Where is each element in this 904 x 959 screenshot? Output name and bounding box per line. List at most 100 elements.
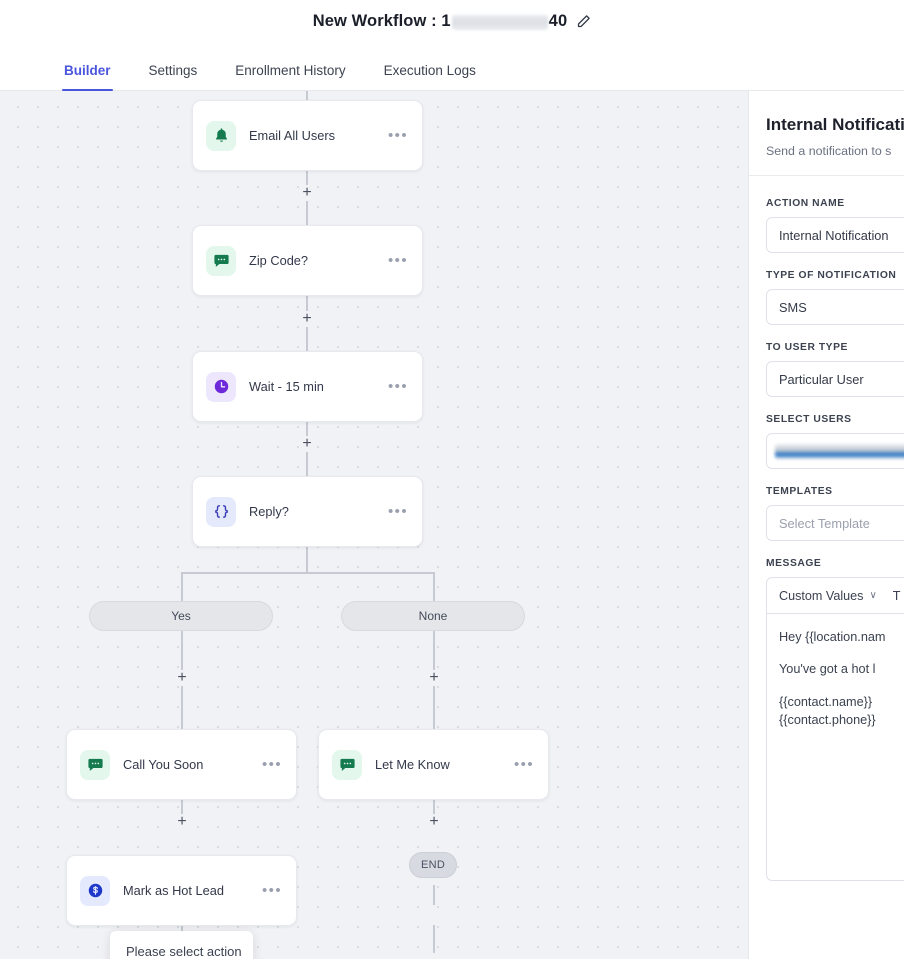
top-header: New Workflow : 1 40	[0, 0, 904, 43]
node-let-me-know[interactable]: Let Me Know •••	[318, 729, 549, 800]
clock-icon	[206, 371, 236, 402]
field-label: SELECT USERS	[766, 414, 852, 425]
add-step-button-none[interactable]	[426, 670, 442, 686]
node-menu-icon[interactable]: •••	[514, 756, 534, 773]
workflow-title-suffix: 40	[548, 12, 568, 30]
field-type-of-notification: TYPE OF NOTIFICATION SMS	[766, 270, 904, 325]
field-label: TEMPLATES	[766, 486, 833, 497]
node-menu-icon[interactable]: •••	[388, 127, 408, 144]
message-textarea[interactable]: Hey {{location.nam You've got a hot l {{…	[766, 613, 904, 881]
message-line: Hey {{location.nam	[779, 630, 886, 644]
node-label: Zip Code?	[249, 253, 309, 268]
select-action-popover[interactable]: Please select action	[110, 931, 253, 959]
branch-label: None	[418, 609, 448, 623]
node-label: Email All Users	[249, 128, 336, 143]
add-step-button-yes[interactable]	[174, 670, 190, 686]
redacted-user-chip	[775, 443, 904, 459]
to-user-type-select[interactable]: Particular User	[766, 361, 904, 397]
tab-builder[interactable]: Builder	[62, 63, 113, 91]
edge-letmeknow-to-plus	[433, 885, 435, 905]
node-label: Mark as Hot Lead	[123, 883, 225, 898]
node-menu-icon[interactable]: •••	[262, 882, 282, 899]
edge-split-left	[181, 572, 183, 605]
custom-values-dropdown[interactable]: Custom Values	[779, 588, 864, 603]
edge-plus-to-call	[181, 781, 183, 829]
edge-zip-to-wait	[306, 296, 308, 358]
node-menu-icon[interactable]: •••	[388, 378, 408, 395]
field-label: ACTION NAME	[766, 198, 845, 209]
panel-title: Internal Notification	[766, 115, 904, 134]
message-line: {{contact.phone}}	[779, 713, 876, 728]
add-step-button-after-call[interactable]	[174, 814, 190, 830]
edge-plus-to-end	[433, 925, 435, 953]
field-message: MESSAGE Custom Values ∨ T Hey {{location…	[766, 558, 904, 881]
select-users-input[interactable]	[766, 433, 904, 469]
field-select-users: SELECT USERS	[766, 414, 904, 469]
end-pill: END	[409, 852, 457, 878]
dollar-circle-icon	[80, 875, 110, 906]
node-menu-icon[interactable]: •••	[262, 756, 282, 773]
branch-pill-yes[interactable]: Yes	[89, 601, 273, 631]
add-step-button-1[interactable]	[299, 185, 315, 201]
chevron-down-icon[interactable]: ∨	[869, 590, 877, 601]
edge-plus-to-letmeknow	[433, 781, 435, 829]
add-step-button-3[interactable]	[299, 436, 315, 452]
edge-split-horizontal	[181, 572, 433, 574]
tab-enrollment-history[interactable]: Enrollment History	[235, 63, 346, 78]
page-title: New Workflow : 1 40	[313, 12, 567, 31]
node-call-you-soon[interactable]: Call You Soon •••	[66, 729, 297, 800]
node-label: Reply?	[249, 504, 289, 519]
field-label: MESSAGE	[766, 558, 822, 569]
tab-settings[interactable]: Settings	[148, 63, 198, 78]
field-label: TO USER TYPE	[766, 342, 848, 353]
panel-body: ACTION NAME Internal Notification TYPE O…	[749, 176, 904, 881]
node-wait-15-min[interactable]: Wait - 15 min •••	[192, 351, 423, 422]
panel-subtitle: Send a notification to s	[766, 144, 892, 158]
node-menu-icon[interactable]: •••	[388, 503, 408, 520]
field-templates: TEMPLATES Select Template	[766, 486, 904, 541]
chat-bubble-icon	[206, 245, 236, 276]
node-reply[interactable]: Reply? •••	[192, 476, 423, 547]
branch-label: Yes	[171, 609, 191, 623]
chat-bubble-icon	[332, 749, 362, 780]
select-action-label: Please select action	[126, 944, 242, 959]
text-format-button[interactable]: T	[892, 588, 901, 603]
pencil-icon[interactable]	[576, 14, 591, 29]
tab-bar: Builder Settings Enrollment History Exec…	[0, 43, 904, 91]
workflow-title-prefix: New Workflow : 1	[312, 12, 451, 30]
panel-header: Internal Notification Send a notificatio…	[749, 91, 904, 175]
workflow-canvas[interactable]: Email All Users ••• Zip Code? ••• Wait -…	[0, 91, 748, 959]
add-step-button-2[interactable]	[299, 311, 315, 327]
panel-divider	[749, 175, 904, 176]
action-settings-panel: Internal Notification Send a notificatio…	[748, 91, 904, 959]
redacted-title-segment	[451, 15, 548, 31]
bell-icon	[206, 120, 236, 151]
edge-reply-to-split	[306, 547, 308, 573]
branch-pill-none[interactable]: None	[341, 601, 525, 631]
templates-select[interactable]: Select Template	[766, 505, 904, 541]
field-action-name: ACTION NAME Internal Notification	[766, 198, 904, 253]
node-menu-icon[interactable]: •••	[388, 252, 408, 269]
field-label: TYPE OF NOTIFICATION	[766, 270, 897, 281]
action-name-input[interactable]: Internal Notification	[766, 217, 904, 253]
edge-wait-to-reply	[306, 422, 308, 484]
add-step-button-after-letmeknow[interactable]	[426, 814, 442, 830]
node-label: Call You Soon	[123, 757, 204, 772]
end-label: END	[420, 859, 446, 871]
tab-execution-logs[interactable]: Execution Logs	[383, 63, 476, 78]
chat-bubble-icon	[80, 749, 110, 780]
node-email-all-users[interactable]: Email All Users •••	[192, 100, 423, 171]
node-mark-as-hot-lead[interactable]: Mark as Hot Lead •••	[66, 855, 297, 926]
workflow-title-group: New Workflow : 1 40	[313, 12, 591, 31]
edge-split-right	[433, 572, 435, 605]
node-label: Let Me Know	[375, 757, 450, 772]
message-toolbar: Custom Values ∨ T	[766, 577, 904, 613]
edge-yes-to-plus	[181, 631, 183, 758]
edge-email-to-zip	[306, 171, 308, 233]
edge-none-to-plus	[433, 631, 435, 758]
type-of-notification-select[interactable]: SMS	[766, 289, 904, 325]
node-zip-code[interactable]: Zip Code? •••	[192, 225, 423, 296]
message-line: {{contact.name}}	[779, 694, 873, 709]
braces-icon	[206, 496, 236, 527]
